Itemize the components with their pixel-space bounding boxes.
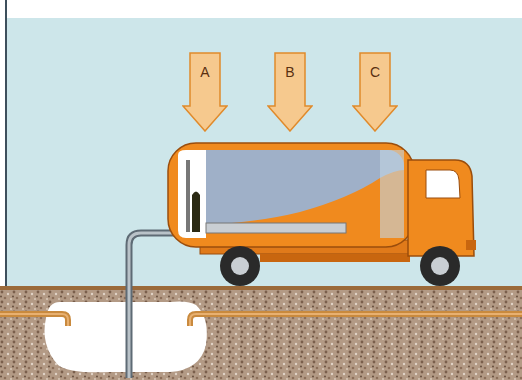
bottom-pipe xyxy=(206,223,346,233)
arrow-letter: A xyxy=(182,64,228,80)
arrow-outline xyxy=(183,53,227,131)
sky-panel xyxy=(6,18,522,290)
gravel-ground xyxy=(0,288,522,380)
suction-hose xyxy=(129,233,182,378)
ground-surface xyxy=(0,286,522,290)
arrow-outline xyxy=(268,53,312,131)
inlet-pipe xyxy=(0,314,68,326)
chassis-beam xyxy=(260,254,410,262)
load-arrow: B xyxy=(267,52,313,132)
intake-pipe xyxy=(186,160,190,232)
tank-interior xyxy=(178,150,404,238)
vacuum-tank xyxy=(168,143,414,247)
bumper xyxy=(466,240,476,250)
tank-cutaway xyxy=(178,150,206,238)
arrow-letter: C xyxy=(352,64,398,80)
rear-hub xyxy=(231,257,249,275)
tank-end xyxy=(380,150,404,238)
cab-window xyxy=(426,170,460,198)
outlet-pipe-highlight xyxy=(190,314,522,326)
truck-cab xyxy=(408,160,474,256)
suction-hose-highlight xyxy=(129,233,182,378)
arrow-outline xyxy=(353,53,397,131)
inlet-pipe-highlight xyxy=(0,314,68,326)
outlet-pipe xyxy=(190,314,522,326)
front-hub xyxy=(431,257,449,275)
collected-sludge xyxy=(206,170,404,238)
load-arrow: C xyxy=(352,52,398,132)
load-arrow: A xyxy=(182,52,228,132)
rear-wheel xyxy=(220,246,260,286)
arrow-letter: B xyxy=(267,64,313,80)
tank-sludge-inlet xyxy=(192,192,200,233)
front-wheel xyxy=(420,246,460,286)
